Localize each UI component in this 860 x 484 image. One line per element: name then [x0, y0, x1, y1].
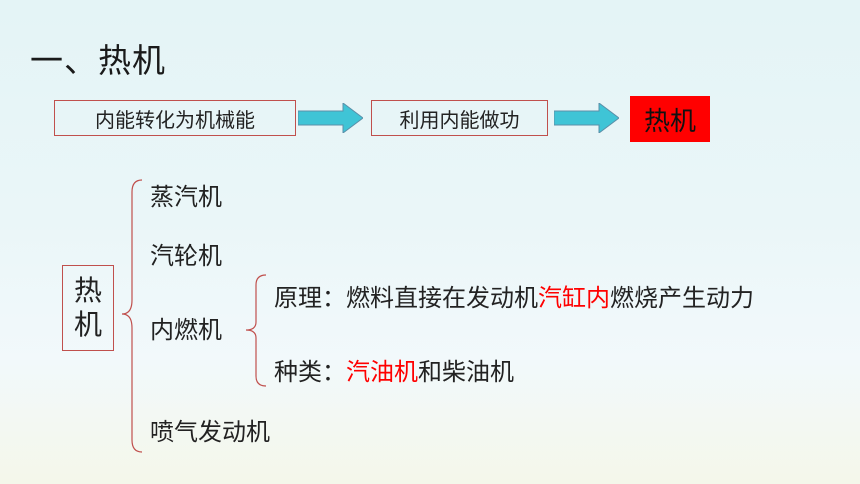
root-char-1: 热: [73, 274, 102, 307]
list-item-jet-engine: 喷气发动机: [150, 418, 270, 446]
types-text-after: 和柴油机: [418, 358, 514, 386]
inner-bracket: [245, 274, 267, 387]
types-highlight: 汽油机: [346, 358, 418, 386]
list-item-internal-combustion: 内燃机: [150, 316, 222, 344]
principle-text-before: 燃料直接在发动机: [346, 284, 538, 312]
flow-result-heat-engine: 热机: [630, 96, 710, 142]
principle-line: 原理：燃料直接在发动机汽缸内燃烧产生动力: [274, 282, 754, 314]
principle-text-after: 燃烧产生动力: [610, 284, 754, 312]
outer-bracket: [121, 179, 143, 453]
flow-step-work: 利用内能做功: [371, 100, 548, 136]
page-title: 一、热机: [30, 41, 166, 80]
right-arrow-icon: [554, 103, 619, 133]
principle-label: 原理：: [274, 284, 346, 312]
list-item-steam-engine: 蒸汽机: [150, 183, 222, 211]
right-arrow-icon: [298, 103, 363, 133]
list-item-steam-turbine: 汽轮机: [150, 242, 222, 270]
root-char-2: 机: [73, 308, 102, 341]
flow-step-energy-conversion: 内能转化为机械能: [54, 100, 296, 136]
types-label: 种类：: [274, 358, 346, 386]
types-line: 种类：汽油机和柴油机: [274, 356, 514, 388]
heat-engine-root-label: 热 机: [62, 265, 114, 351]
principle-highlight: 汽缸内: [538, 284, 610, 312]
